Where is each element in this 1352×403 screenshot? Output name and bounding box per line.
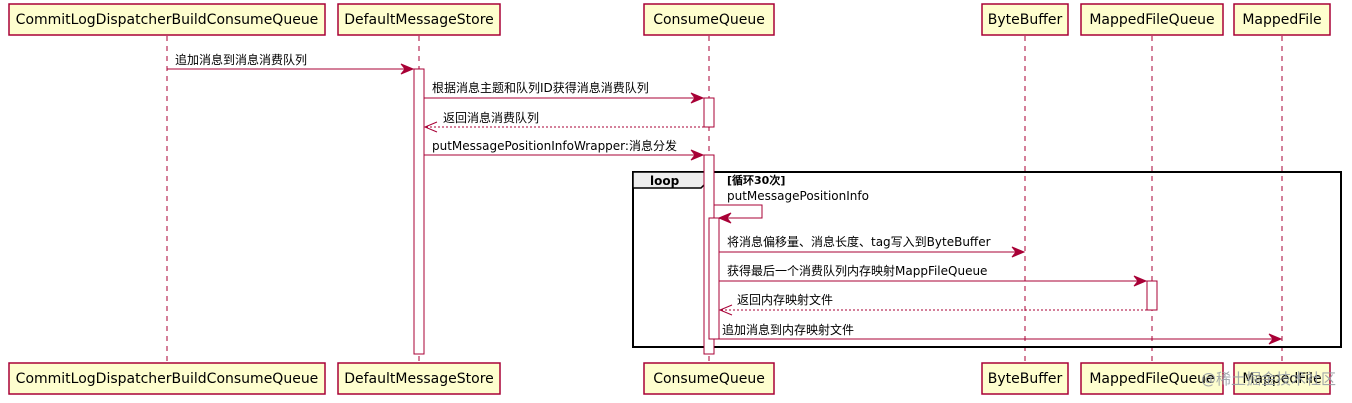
svg-text:ByteBuffer: ByteBuffer <box>988 12 1063 28</box>
activation-mfq <box>1146 280 1158 311</box>
message-5-label: putMessagePositionInfo <box>727 189 869 203</box>
message-7-label: 获得最后一个消费队列内存映射MappFileQueue <box>727 263 987 278</box>
activations <box>413 68 1158 355</box>
message-1: 追加消息到消息消费队列 <box>167 52 415 75</box>
loop-box <box>632 171 1342 348</box>
message-8: 返回内存映射文件 <box>718 292 1147 316</box>
message-4-label: putMessagePositionInfoWrapper:消息分发 <box>432 138 677 153</box>
message-6-label: 将消息偏移量、消息长度、tag写入到ByteBuffer <box>727 234 991 249</box>
activation-dms <box>413 68 425 355</box>
message-9: 追加消息到内存映射文件 <box>714 322 1283 345</box>
participant-cldb: CommitLogDispatcherBuildConsumeQueue <box>8 3 326 36</box>
participant-mfq-bottom: MappedFileQueue <box>1080 362 1224 395</box>
message-2: 根据消息主题和队列ID获得消息消费队列 <box>424 80 705 104</box>
participant-cldb-bottom: CommitLogDispatcherBuildConsumeQueue <box>8 362 326 395</box>
message-7: 获得最后一个消费队列内存映射MappFileQueue <box>719 263 1148 287</box>
participant-cq: ConsumeQueue <box>643 3 775 36</box>
svg-text:MappedFileQueue: MappedFileQueue <box>1089 371 1214 387</box>
message-9-label: 追加消息到内存映射文件 <box>722 322 854 337</box>
participant-bb: ByteBuffer <box>981 3 1069 36</box>
message-2-label: 根据消息主题和队列ID获得消息消费队列 <box>432 80 649 95</box>
loop-condition: [循环30次] <box>727 173 785 187</box>
svg-text:MappedFileQueue: MappedFileQueue <box>1089 12 1214 28</box>
message-8-label: 返回内存映射文件 <box>737 292 833 307</box>
svg-text:ByteBuffer: ByteBuffer <box>988 371 1063 387</box>
watermark: @稀土掘金技术社区 <box>1201 370 1336 388</box>
loop-keyword: loop <box>650 174 680 188</box>
message-6: 将消息偏移量、消息长度、tag写入到ByteBuffer <box>719 234 1026 258</box>
svg-text:DefaultMessageStore: DefaultMessageStore <box>344 371 494 387</box>
lifelines <box>166 36 1283 364</box>
svg-text:CommitLogDispatcherBuildConsum: CommitLogDispatcherBuildConsumeQueue <box>16 12 319 28</box>
svg-text:ConsumeQueue: ConsumeQueue <box>653 371 765 387</box>
participant-mf: MappedFile <box>1233 3 1331 36</box>
participants-bottom: CommitLogDispatcherBuildConsumeQueue Def… <box>8 362 1331 395</box>
messages: 追加消息到消息消费队列 根据消息主题和队列ID获得消息消费队列 返回消息消费队列… <box>167 52 1283 345</box>
activation-cq-3 <box>708 217 720 340</box>
svg-text:ConsumeQueue: ConsumeQueue <box>653 12 765 28</box>
message-4: putMessagePositionInfoWrapper:消息分发 <box>424 138 705 161</box>
svg-text:MappedFile: MappedFile <box>1242 371 1321 387</box>
participant-mfq: MappedFileQueue <box>1080 3 1224 36</box>
participant-cq-bottom: ConsumeQueue <box>643 362 775 395</box>
message-3-label: 返回消息消费队列 <box>443 110 539 125</box>
participant-dms-bottom: DefaultMessageStore <box>337 362 501 395</box>
participant-mf-bottom: MappedFile <box>1233 362 1331 395</box>
participants-top: CommitLogDispatcherBuildConsumeQueue Def… <box>8 3 1331 36</box>
participant-dms: DefaultMessageStore <box>337 3 501 36</box>
loop-frame: loop [循环30次] <box>632 171 1342 348</box>
message-3: 返回消息消费队列 <box>423 110 704 133</box>
svg-text:CommitLogDispatcherBuildConsum: CommitLogDispatcherBuildConsumeQueue <box>16 371 319 387</box>
message-5: putMessagePositionInfo <box>714 189 869 224</box>
svg-text:MappedFile: MappedFile <box>1242 12 1321 28</box>
activation-cq-1 <box>703 97 715 128</box>
svg-text:DefaultMessageStore: DefaultMessageStore <box>344 12 494 28</box>
participant-bb-bottom: ByteBuffer <box>981 362 1069 395</box>
message-1-label: 追加消息到消息消费队列 <box>175 52 307 67</box>
